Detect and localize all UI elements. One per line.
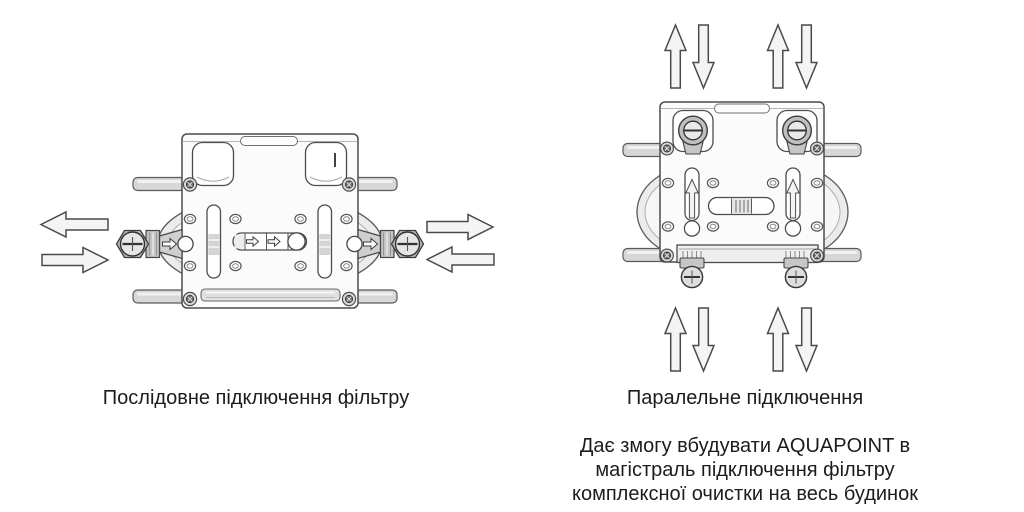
mini-arrow-right-icon: [267, 235, 281, 248]
flow-arrow-left-icon: [425, 245, 495, 274]
corner-screws: [182, 177, 357, 307]
flow-arrow-right-icon: [426, 213, 495, 241]
parallel-connection-description: Дає змогу вбудувати AQUAPOINT в магістра…: [558, 434, 932, 506]
bottom-port: [783, 257, 809, 289]
bottom-port: [679, 257, 705, 289]
flow-arrow-down-icon: [794, 307, 819, 373]
flow-arrow-down-icon: [794, 24, 819, 90]
parallel-connection-figure: [622, 23, 862, 373]
top-port: [678, 115, 709, 155]
plate-slot: [683, 167, 701, 237]
plate-slot: [317, 204, 333, 279]
parallel-connection-caption: Паралельне підключення: [626, 387, 864, 409]
mini-arrow-up-icon: [685, 178, 699, 219]
flow-arrow-up-icon: [663, 306, 688, 372]
corner-screws: [659, 141, 824, 263]
flow-indicator: [232, 232, 308, 251]
plate-holes: [661, 177, 824, 232]
plate-holes: [183, 213, 353, 272]
mini-arrow-right-icon: [162, 237, 178, 251]
flow-indicator: [707, 196, 775, 216]
side-fitting-left: [115, 228, 194, 260]
top-port: [782, 115, 813, 155]
side-fitting-right: [346, 228, 425, 260]
parallel-device: [622, 101, 862, 289]
mini-arrow-right-icon: [246, 235, 260, 248]
description-line: комплексної очистки на весь будинок: [572, 483, 918, 505]
flow-arrow-down-icon: [691, 307, 716, 373]
serial-connection-figure: [39, 133, 495, 309]
flow-arrow-right-icon: [41, 246, 110, 274]
description-line: магістраль підключення фільтру: [595, 459, 895, 481]
serial-device: [115, 133, 425, 309]
serial-connection-caption: Послідовне підключення фільтру: [102, 387, 410, 409]
description-line: Дає змогу вбудувати AQUAPOINT в: [579, 435, 911, 457]
mini-arrow-right-icon: [363, 237, 379, 251]
mini-arrow-up-icon: [786, 178, 800, 219]
flow-arrow-up-icon: [663, 23, 688, 89]
plate-slot: [784, 167, 802, 237]
flow-arrow-left-icon: [39, 210, 109, 239]
flow-arrow-up-icon: [766, 23, 790, 89]
plate-slot: [206, 204, 222, 279]
flow-arrow-up-icon: [766, 306, 790, 372]
flow-arrow-down-icon: [691, 24, 716, 90]
